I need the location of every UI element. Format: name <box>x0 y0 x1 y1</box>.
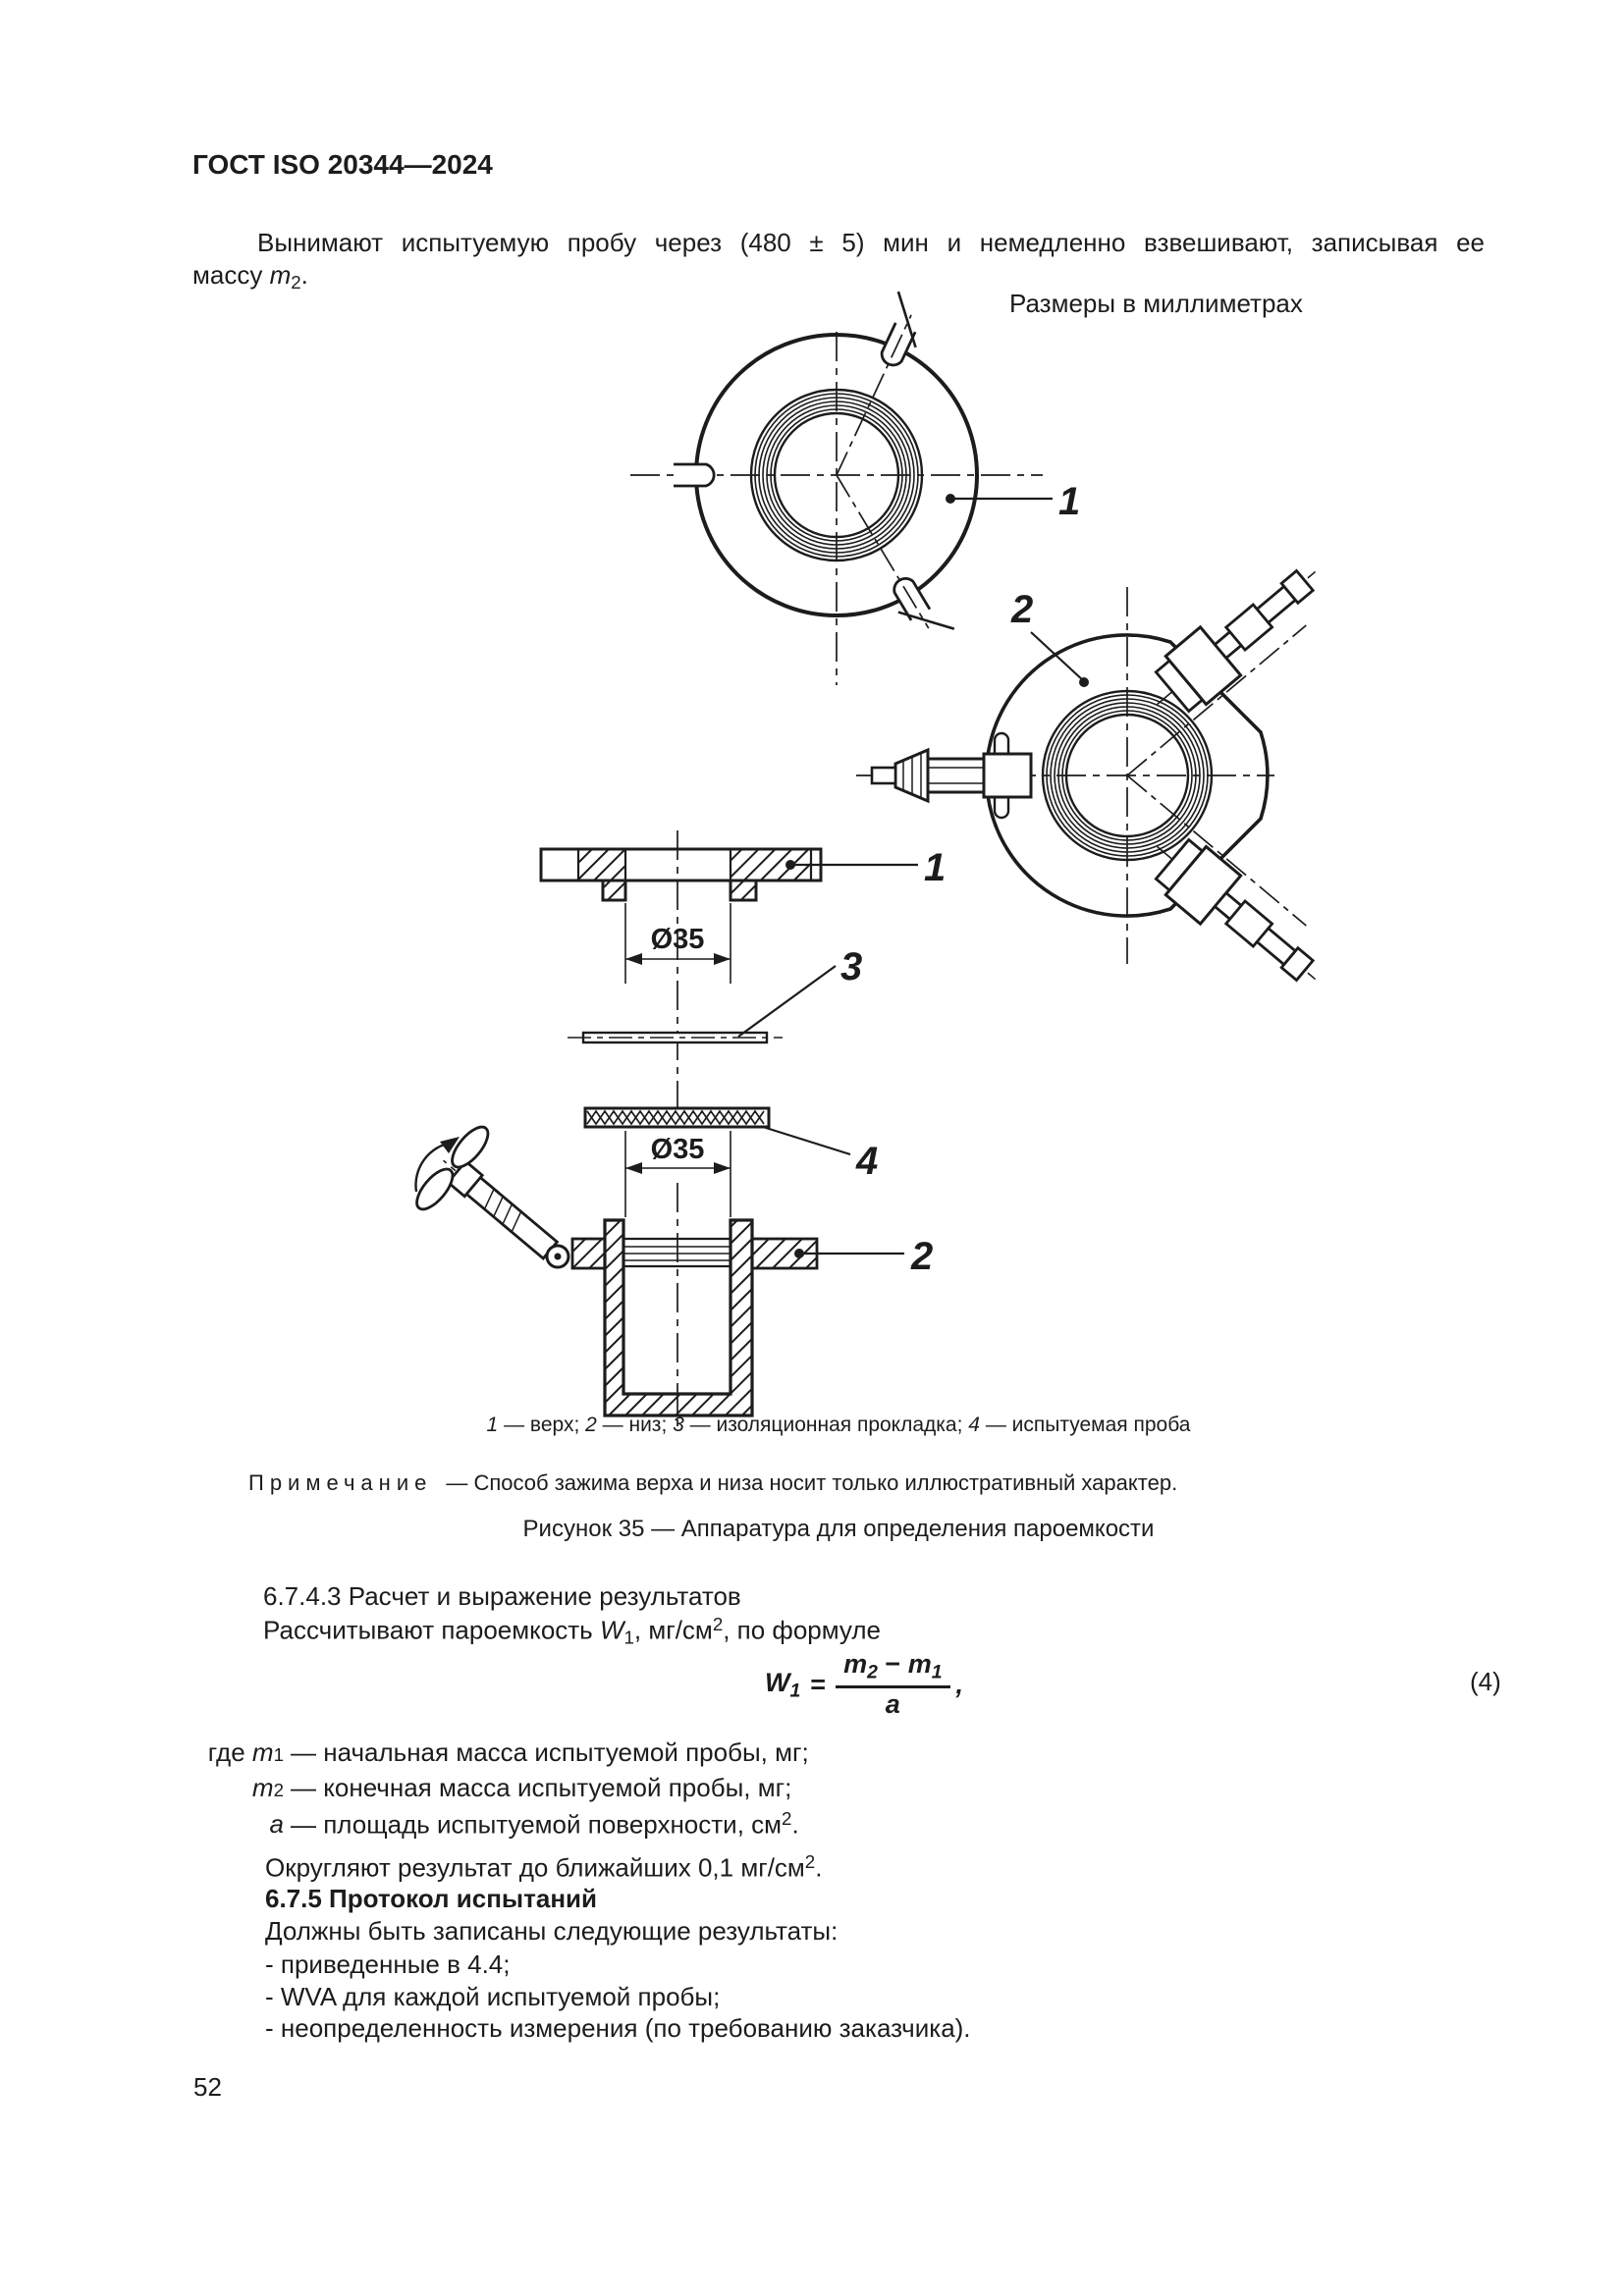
section-heading-6743: 6.7.4.3 Расчет и выражение результатов <box>263 1581 741 1611</box>
clamp-lower <box>1154 837 1317 983</box>
figure-note: Примечание — Способ зажима верха и низа н… <box>248 1469 1177 1497</box>
var-m2: m <box>251 1773 274 1802</box>
top-ring-view: 1 <box>630 291 1080 685</box>
formula-equals: = <box>810 1669 827 1699</box>
sample-section: 4 <box>583 1106 878 1183</box>
calc-text-pre: Рассчитывают пароемкость <box>263 1615 600 1645</box>
formula-comma: , <box>955 1669 964 1699</box>
var-a: a <box>269 1809 284 1840</box>
figure-caption: Рисунок 35 — Аппаратура для определения … <box>522 1516 1155 1542</box>
where-lead: где <box>207 1737 245 1767</box>
legend-num-1: 1 <box>486 1414 499 1436</box>
formula-m2-sub: 2 <box>867 1661 878 1683</box>
cup-section: Ø35 2 <box>570 1131 933 1431</box>
legend-num-2: 2 <box>585 1414 597 1436</box>
intro-line2-text: массу <box>192 260 270 290</box>
protocol-intro: Должны быть записаны следующие результат… <box>265 1916 839 1946</box>
w1-variable: W <box>599 1615 624 1645</box>
intro-line2-period: . <box>300 260 308 290</box>
def-a-period: . <box>791 1809 799 1840</box>
formula-minus: − <box>885 1649 901 1679</box>
where-row-a: a — площадь испытуемой поверхности, см2. <box>193 1808 809 1843</box>
legend-text-2: — низ; <box>596 1414 674 1436</box>
legend-text-4: — испытуемая проба <box>979 1414 1191 1436</box>
protocol-item-1: - приведенные в 4.4; <box>265 1949 511 1979</box>
callout-3: 3 <box>840 945 862 988</box>
var-m1-sub: 1 <box>273 1744 284 1765</box>
legend-num-4: 4 <box>968 1414 980 1436</box>
intro-paragraph-line1: Вынимают испытуемую пробу через (480 ± 5… <box>257 228 1485 257</box>
calc-text-post: , по формуле <box>723 1615 881 1645</box>
section-heading-675: 6.7.5 Протокол испытаний <box>265 1884 597 1913</box>
formula-m1: m <box>907 1649 932 1679</box>
rounding-paragraph: Округляют результат до ближайших 0,1 мг/… <box>265 1850 822 1884</box>
flange-section: Ø35 1 <box>539 830 946 1129</box>
page-header: ГОСТ ISO 20344—2024 <box>192 149 493 180</box>
callout-1-top: 1 <box>1058 480 1080 523</box>
legend-num-3: 3 <box>673 1414 684 1436</box>
def-a: — площадь испытуемой поверхности, см <box>291 1809 783 1840</box>
round-sup: 2 <box>804 1851 816 1872</box>
round-period: . <box>815 1852 823 1883</box>
protocol-item-3: - неопределенность измерения (по требова… <box>265 2013 971 2043</box>
formula-number: (4) <box>1470 1667 1501 1696</box>
formula-m2: m <box>843 1649 868 1679</box>
note-text: — Способ зажима верха и низа носит тольк… <box>446 1470 1178 1495</box>
side-screw <box>870 731 1033 820</box>
round-text: Округляют результат до ближайших 0,1 мг/… <box>265 1852 805 1883</box>
bottom-ring-view: 2 <box>856 568 1317 983</box>
page-number: 52 <box>193 2072 222 2102</box>
formula-fraction: m2 − m1 a <box>836 1649 950 1720</box>
def-m1: — начальная масса испытуемой пробы, мг; <box>291 1737 809 1767</box>
cm2-superscript: 2 <box>712 1614 724 1634</box>
calc-text-mid: , мг/см <box>633 1615 713 1645</box>
legend-text-3: — изоляционная прокладка; <box>683 1414 969 1436</box>
mass-variable: m <box>269 260 292 290</box>
intro-paragraph-line2: массу m2. <box>192 259 308 294</box>
callout-2-top: 2 <box>1010 588 1033 631</box>
mass-variable-subscript: 2 <box>291 272 301 294</box>
def-a-sup: 2 <box>782 1808 792 1829</box>
callout-2-section: 2 <box>910 1235 933 1278</box>
figure-legend: 1 — верх; 2 — низ; 3 — изоляционная прок… <box>192 1413 1485 1438</box>
dim-top-label: Ø35 <box>651 924 705 955</box>
gasket-section: 3 <box>568 945 862 1044</box>
formula-denominator: a <box>885 1689 900 1720</box>
formula-lhs-sub: 1 <box>789 1679 801 1701</box>
formula-4: W1 = m2 − m1 a , <box>765 1649 963 1720</box>
protocol-item-2: - WVA для каждой испытуемой пробы; <box>265 1982 721 2011</box>
formula-lhs: W <box>765 1667 790 1697</box>
var-m2-sub: 2 <box>273 1780 284 1800</box>
toggle-clamp <box>414 1125 570 1269</box>
note-label: Примечание <box>248 1470 433 1495</box>
units-note: Размеры в миллиметрах <box>1009 289 1303 318</box>
calc-paragraph: Рассчитывают пароемкость W1, мг/см2, по … <box>263 1613 881 1649</box>
def-m2: — конечная масса испытуемой пробы, мг; <box>291 1773 792 1802</box>
callout-4: 4 <box>855 1140 878 1183</box>
var-m1: m <box>251 1737 274 1767</box>
callout-1-section: 1 <box>924 846 946 889</box>
formula-m1-sub: 1 <box>931 1661 943 1683</box>
legend-text-1: — верх; <box>498 1414 586 1436</box>
dim-bottom-label: Ø35 <box>651 1134 705 1165</box>
w1-subscript: 1 <box>623 1627 634 1648</box>
clamp-upper <box>1154 568 1317 714</box>
